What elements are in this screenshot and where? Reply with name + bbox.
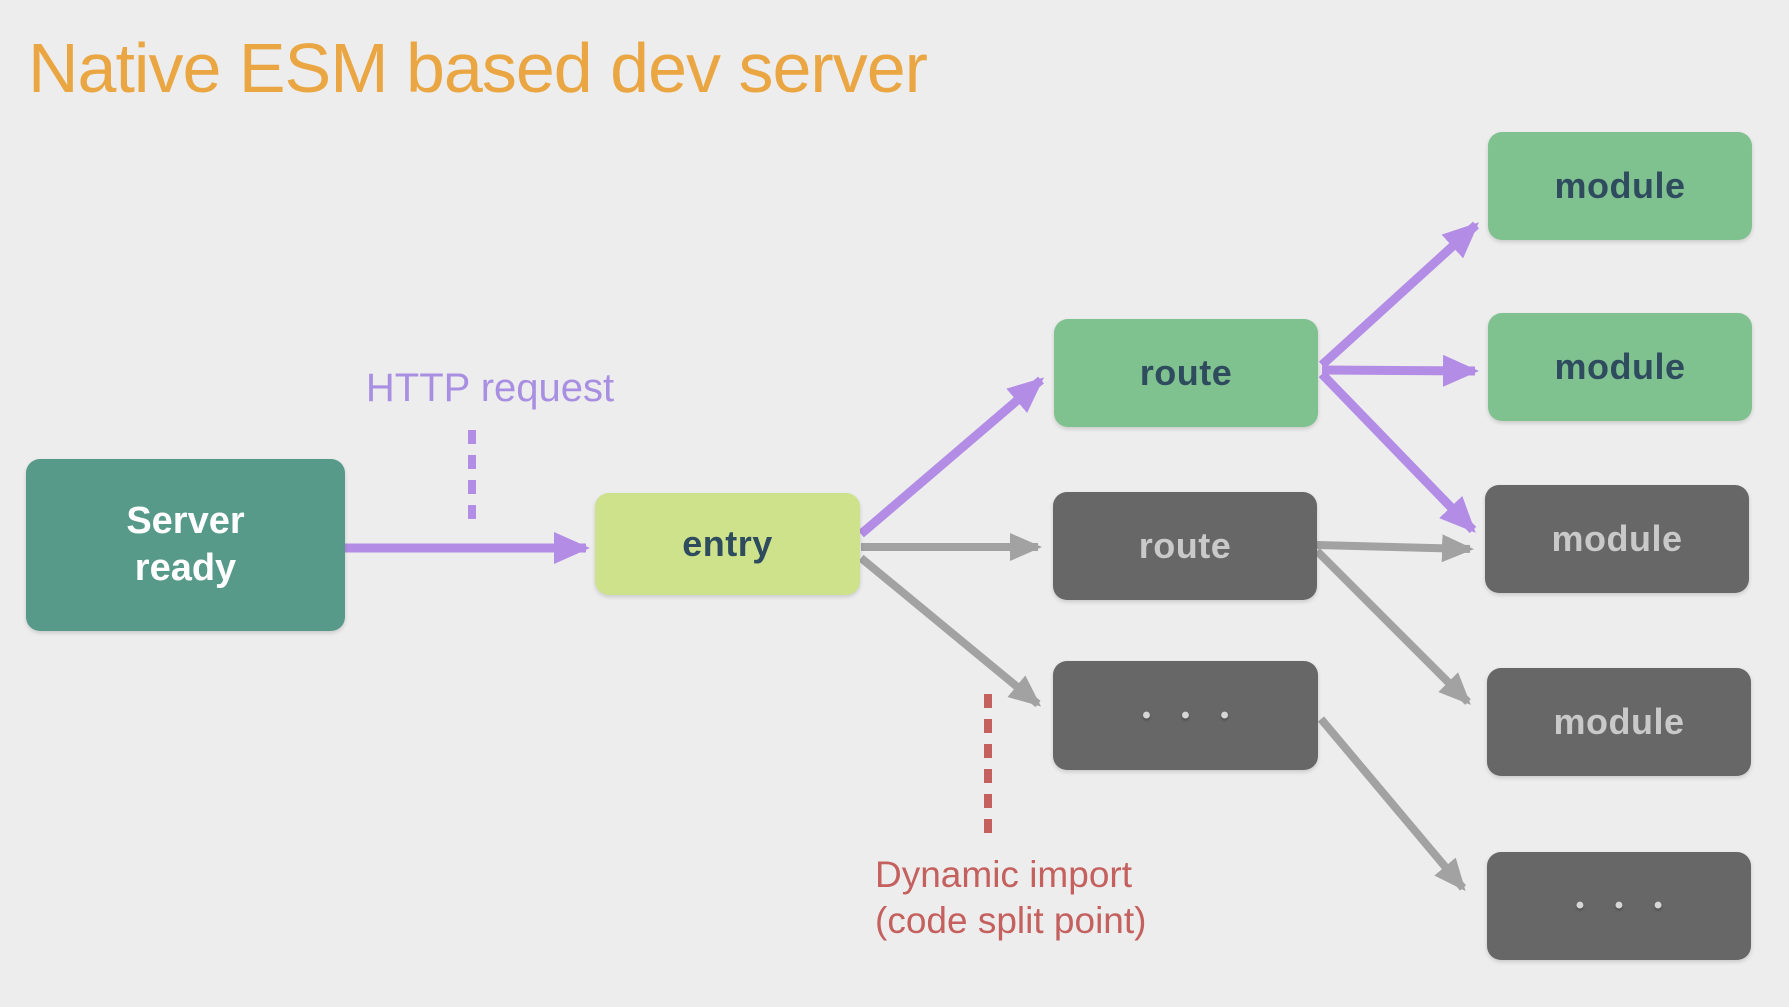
node-route-mid: route xyxy=(1053,492,1317,600)
node-route-mid-label: route xyxy=(1138,525,1232,566)
dynamic-import-label-line1: Dynamic import xyxy=(875,854,1132,895)
node-module-mid: module xyxy=(1485,485,1749,593)
node-entry: entry xyxy=(595,493,860,595)
arrow-routes-more-to-modules-more xyxy=(1317,716,1467,892)
page-title: Native ESM based dev server xyxy=(28,29,928,107)
node-route-top-label: route xyxy=(1139,352,1233,393)
arrow-route-top-to-module-upper xyxy=(1321,354,1479,387)
dynamic-import-label-line2: (code split point) xyxy=(875,900,1147,941)
arrow-route-top-to-module-mid xyxy=(1318,370,1477,534)
node-module-lower-label: module xyxy=(1553,701,1685,742)
node-module-upper-label: module xyxy=(1554,346,1686,387)
arrow-route-mid-to-module-mid xyxy=(1316,534,1474,563)
arrow-route-top-to-module-top xyxy=(1318,221,1480,369)
node-module-top: module xyxy=(1488,132,1752,240)
http-request-label: HTTP request xyxy=(365,366,615,410)
node-route-top: route xyxy=(1054,319,1318,427)
arrow-entry-to-routes-more xyxy=(858,554,1042,708)
node-modules-more-ellipsis-icon: • • • xyxy=(1575,892,1675,919)
node-entry-label: entry xyxy=(682,523,773,564)
arrow-entry-to-route-top xyxy=(858,376,1045,538)
node-server-ready-label: Server ready xyxy=(126,500,245,589)
node-module-top-label: module xyxy=(1554,165,1686,206)
node-modules-more: • • • xyxy=(1487,852,1751,960)
node-module-mid-label: module xyxy=(1551,518,1683,559)
node-module-upper: module xyxy=(1488,313,1752,421)
arrow-route-mid-to-module-lower xyxy=(1314,548,1471,705)
node-routes-more-ellipsis-icon: • • • xyxy=(1142,701,1241,729)
dynamic-import-label: Dynamic import (code split point) xyxy=(875,852,1146,944)
node-server-ready: Server ready xyxy=(26,459,345,631)
node-routes-more: • • • xyxy=(1053,661,1318,770)
node-module-lower: module xyxy=(1487,668,1751,776)
